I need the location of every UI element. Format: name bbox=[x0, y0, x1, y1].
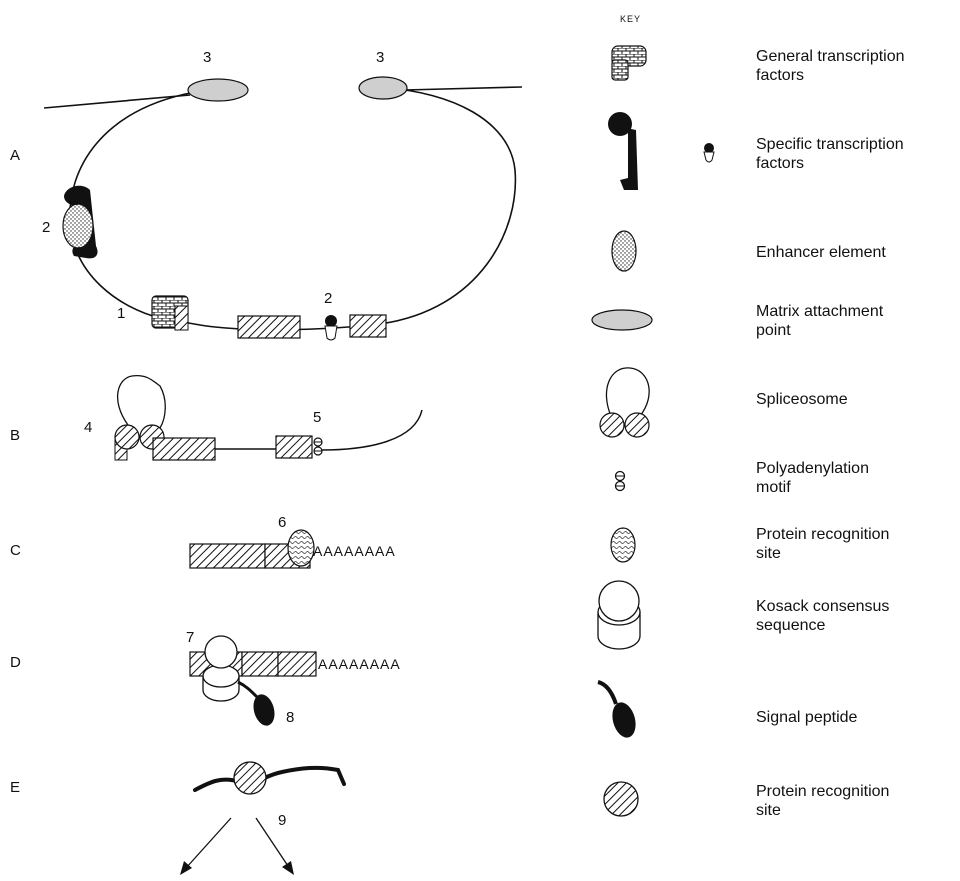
key-label-8: Kosack consensus sequence bbox=[756, 598, 889, 634]
dna-loop bbox=[44, 87, 522, 330]
polyadenylation-motif-icon bbox=[615, 472, 625, 491]
row-label-e: E bbox=[10, 779, 20, 796]
exon-a-1 bbox=[238, 316, 300, 338]
key-label-5: Spliceosome bbox=[756, 391, 848, 408]
svg-text:factors: factors bbox=[756, 155, 804, 172]
matrix-attachment-point-right bbox=[359, 77, 407, 99]
specific-transcription-factor-icon bbox=[608, 112, 714, 190]
exon-b-1 bbox=[153, 438, 215, 460]
svg-text:Spliceosome: Spliceosome bbox=[756, 391, 848, 408]
exon-a-2 bbox=[350, 315, 386, 337]
svg-text:Specific transcription: Specific transcription bbox=[756, 136, 904, 153]
row-label-d: D bbox=[10, 654, 21, 671]
key-label-2: Specific transcription factors bbox=[756, 136, 904, 172]
label-2-enhancer: 2 bbox=[42, 219, 50, 236]
row-label-b: B bbox=[10, 427, 20, 444]
key-label-1: General transcription factors bbox=[756, 48, 905, 84]
ribosome-on-mrna bbox=[203, 636, 239, 701]
matrix-attachment-point-left bbox=[188, 79, 248, 101]
key-label-3: Enhancer element bbox=[756, 244, 886, 261]
label-9: 9 bbox=[278, 812, 286, 829]
label-5: 5 bbox=[313, 409, 321, 426]
promoter-exon bbox=[175, 306, 188, 330]
enhancer-element-on-loop bbox=[63, 204, 93, 248]
spliceosome-subunit-left bbox=[115, 425, 139, 449]
key-label-7: Protein recognition site bbox=[756, 526, 889, 562]
protein-recognition-site-dotted-icon bbox=[611, 528, 635, 562]
arrow-right bbox=[256, 818, 294, 875]
label-3-left: 3 bbox=[203, 49, 211, 66]
svg-text:Kosack consensus: Kosack consensus bbox=[756, 598, 889, 615]
svg-text:Signal peptide: Signal peptide bbox=[756, 709, 858, 726]
key-label-9: Signal peptide bbox=[756, 709, 858, 726]
row-label-c: C bbox=[10, 542, 21, 559]
spliceosome-icon bbox=[600, 368, 649, 437]
signal-peptide-on-ribosome bbox=[238, 682, 278, 728]
row-label-a: A bbox=[10, 147, 20, 164]
label-3-right: 3 bbox=[376, 49, 384, 66]
svg-text:General transcription: General transcription bbox=[756, 48, 905, 65]
key-label-4: Matrix attachment point bbox=[756, 303, 884, 339]
svg-text:motif: motif bbox=[756, 479, 791, 496]
label-1: 1 bbox=[117, 305, 125, 322]
key-label-6: Polyadenylation motif bbox=[756, 460, 869, 496]
matrix-attachment-point-icon bbox=[592, 310, 652, 330]
poly-a-tail-c: AAAAAAAA bbox=[313, 543, 396, 559]
label-4: 4 bbox=[84, 419, 92, 436]
key-label-10: Protein recognition site bbox=[756, 783, 889, 819]
svg-text:Enhancer element: Enhancer element bbox=[756, 244, 886, 261]
label-6: 6 bbox=[278, 514, 286, 531]
exon-d-2 bbox=[242, 652, 278, 676]
exon-b-2 bbox=[276, 436, 312, 458]
svg-text:Matrix attachment: Matrix attachment bbox=[756, 303, 884, 320]
key-header: KEY bbox=[620, 14, 641, 24]
svg-text:site: site bbox=[756, 802, 781, 819]
arrow-left bbox=[180, 818, 231, 875]
specific-transcription-factor-small-on-loop bbox=[325, 315, 337, 340]
label-7: 7 bbox=[186, 629, 194, 646]
label-2-small: 2 bbox=[324, 290, 332, 307]
svg-text:Polyadenylation: Polyadenylation bbox=[756, 460, 869, 477]
spliceosome-on-pre-mrna bbox=[118, 376, 166, 428]
svg-text:Protein recognition: Protein recognition bbox=[756, 526, 889, 543]
exon-d-3 bbox=[278, 652, 316, 676]
signal-peptide-icon bbox=[598, 682, 639, 740]
kosack-consensus-icon bbox=[598, 581, 640, 649]
protein-recognition-site-on-mrna bbox=[288, 530, 314, 566]
label-8: 8 bbox=[286, 709, 294, 726]
protein-recognition-site-on-protein bbox=[234, 762, 266, 794]
svg-text:factors: factors bbox=[756, 67, 804, 84]
exon-c-1 bbox=[190, 544, 265, 568]
protein-recognition-site-hatched-icon bbox=[604, 782, 638, 816]
enhancer-element-icon bbox=[612, 231, 636, 271]
svg-text:site: site bbox=[756, 545, 781, 562]
general-transcription-factor-icon bbox=[612, 46, 646, 80]
polyadenylation-motif-on-pre-mrna bbox=[314, 438, 322, 455]
svg-text:point: point bbox=[756, 322, 791, 339]
svg-text:Protein recognition: Protein recognition bbox=[756, 783, 889, 800]
poly-a-tail-d: AAAAAAAA bbox=[318, 656, 401, 672]
svg-text:sequence: sequence bbox=[756, 617, 825, 634]
polypeptide-chain bbox=[195, 768, 344, 790]
